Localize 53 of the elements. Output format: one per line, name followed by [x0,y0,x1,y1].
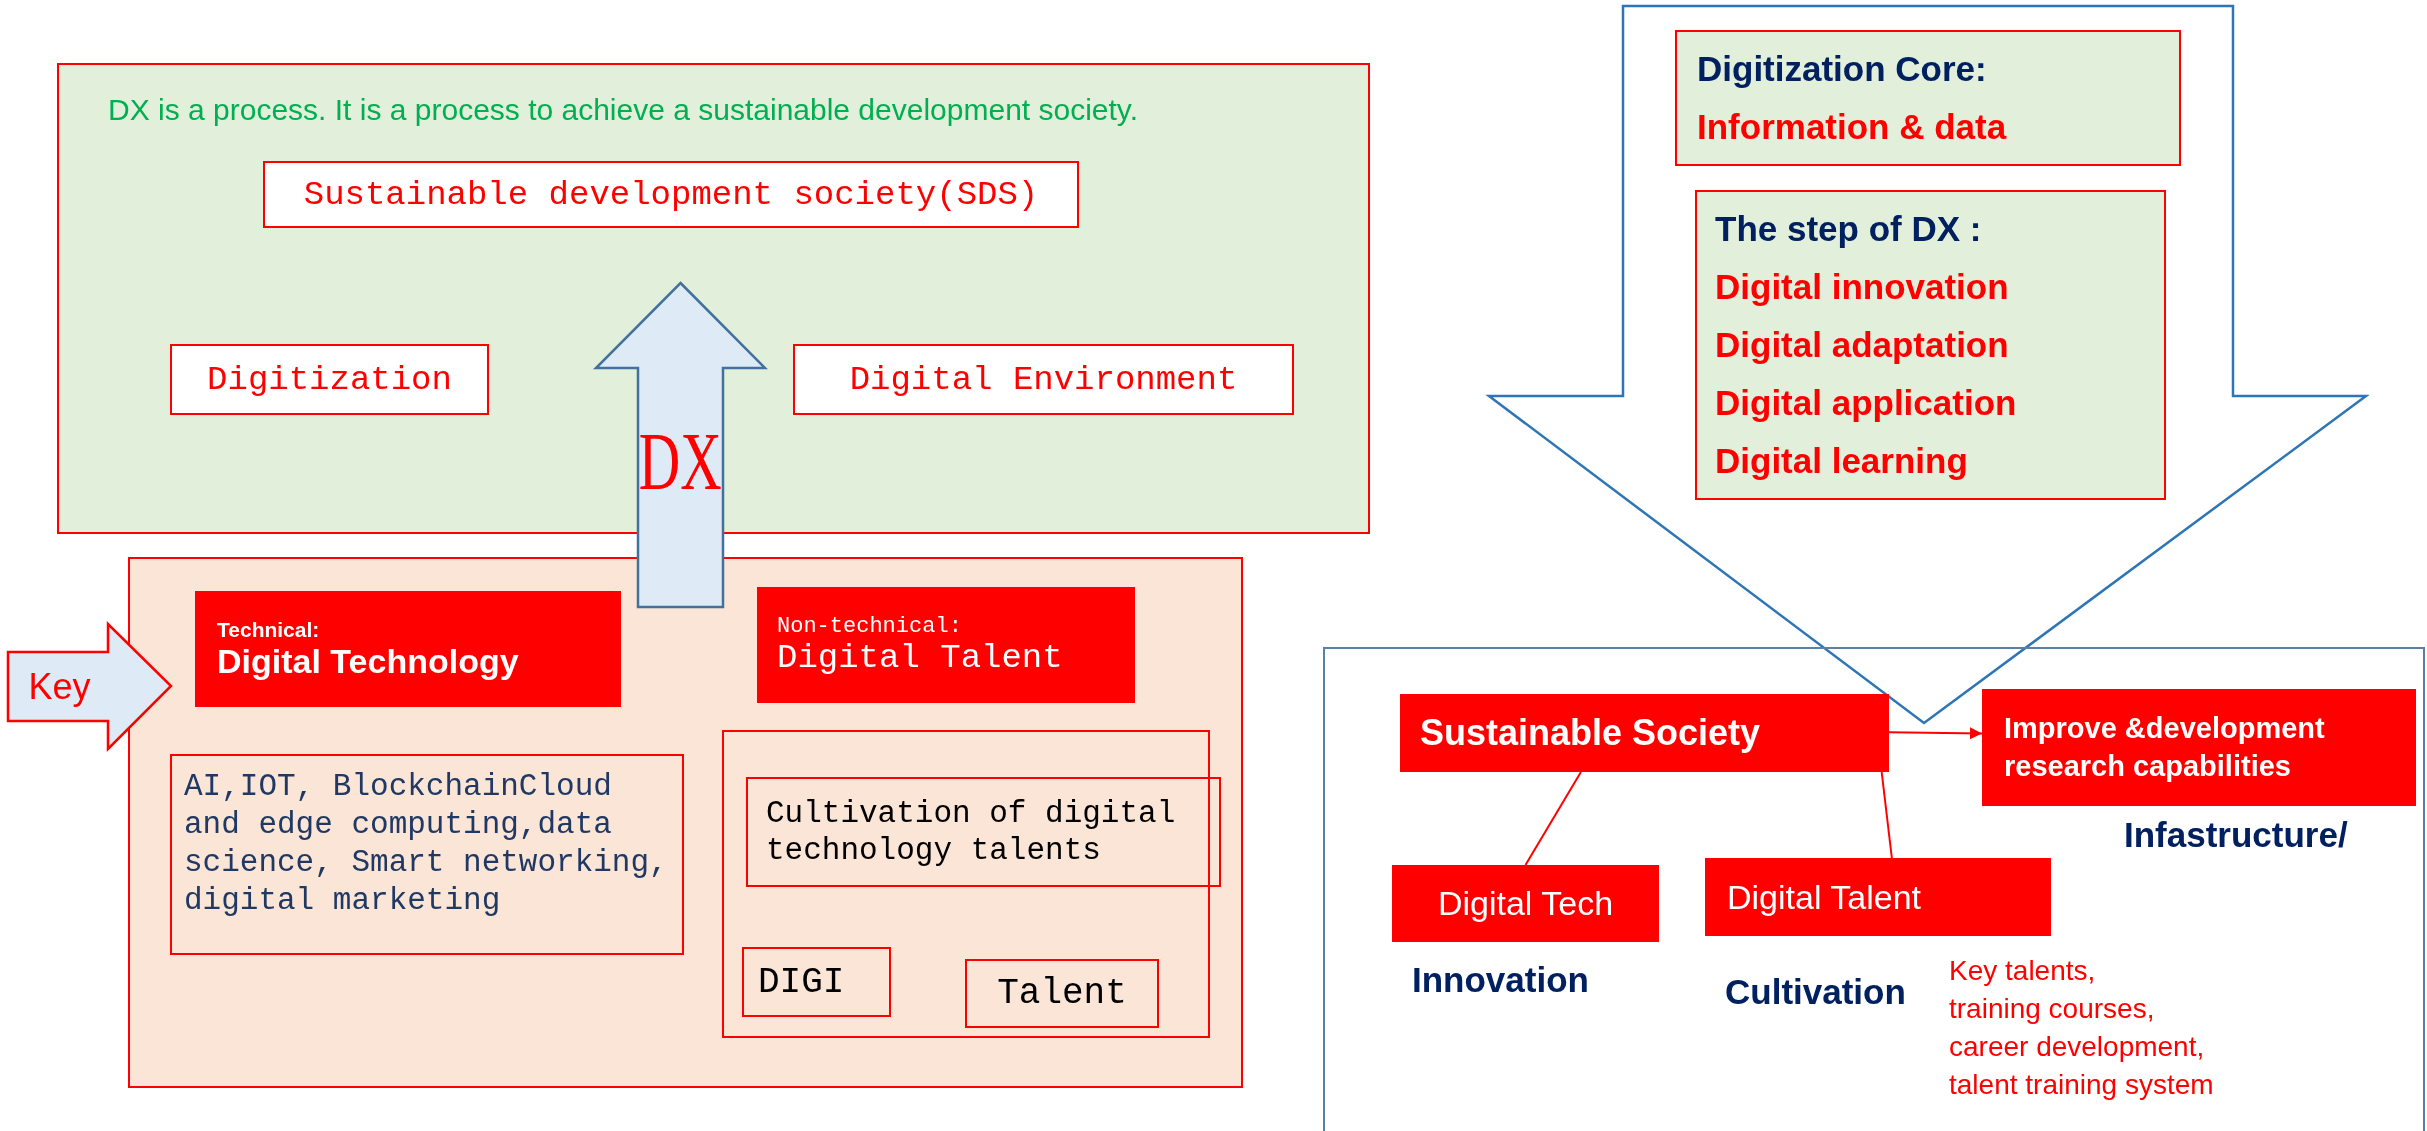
label-box [1392,865,1659,942]
box-heading: Digitization Core: [1697,48,1987,90]
label-box [1982,689,2416,806]
label-box [195,591,621,707]
heading-text: DX is a process. It is a process to achieve a sustainable development society. [108,93,1138,127]
label-box [757,587,1135,703]
box-text: Digital Talent [777,638,1063,677]
connector-line [1524,771,1582,866]
text-box [1695,190,2166,500]
box-text: Information & data [1697,106,2007,148]
box-text: Sustainable development society(SDS) [303,175,1039,214]
caption-text: Cultivation [1725,972,1906,1012]
box-text: Cultivation of digital technology talents [766,795,1177,869]
label-box [1400,694,1889,772]
caption-text: training courses, [1949,993,2155,1025]
list-item: Digital adaptation [1715,324,2009,366]
list-item: Digital learning [1715,440,1968,482]
box-text: DX [639,421,722,503]
caption-text: Key talents, [1949,955,2096,987]
text-box [170,344,489,415]
text-box [965,959,1159,1028]
text-box [170,754,684,955]
text-box [1675,30,2181,166]
panel [57,63,1370,534]
box-heading: The step of DX : [1715,208,1982,250]
caption-text: Infastructure/ [2124,815,2348,855]
arrow [1888,727,1983,740]
caption-text: talent training system [1949,1069,2214,1101]
box-text: Digital Technology [217,641,519,681]
box-text: Digital Talent [1727,877,1922,917]
caption-text: career development, [1949,1031,2205,1063]
caption-text: Innovation [1412,960,1589,1000]
text-box [742,947,891,1017]
box-heading: Technical: [217,617,320,642]
box-text: Key [28,665,91,708]
box-text: Sustainable Society [1420,712,1761,754]
list-item: Digital application [1715,382,2017,424]
text-box [746,777,1221,887]
list-item: Digital innovation [1715,266,2009,308]
text-box [263,161,1079,228]
connector-line [1880,771,1893,859]
box-text: Digital Tech [1437,884,1614,923]
label-box [1705,858,2051,936]
box-text: AI,IOT, BlockchainCloud and edge computing,data science, Smart networking, digital marketing [184,768,669,920]
box-text: Talent [997,973,1127,1014]
box-text: Digital Environment [849,360,1238,399]
panel [128,557,1243,1088]
box-heading: Non-technical: [777,613,962,639]
box-text: Improve &development research capabilities [2004,710,2326,784]
box-text: DIGI [758,961,845,1003]
text-box [793,344,1294,415]
box-text: Digitization [207,360,452,399]
panel [1323,647,2425,1131]
